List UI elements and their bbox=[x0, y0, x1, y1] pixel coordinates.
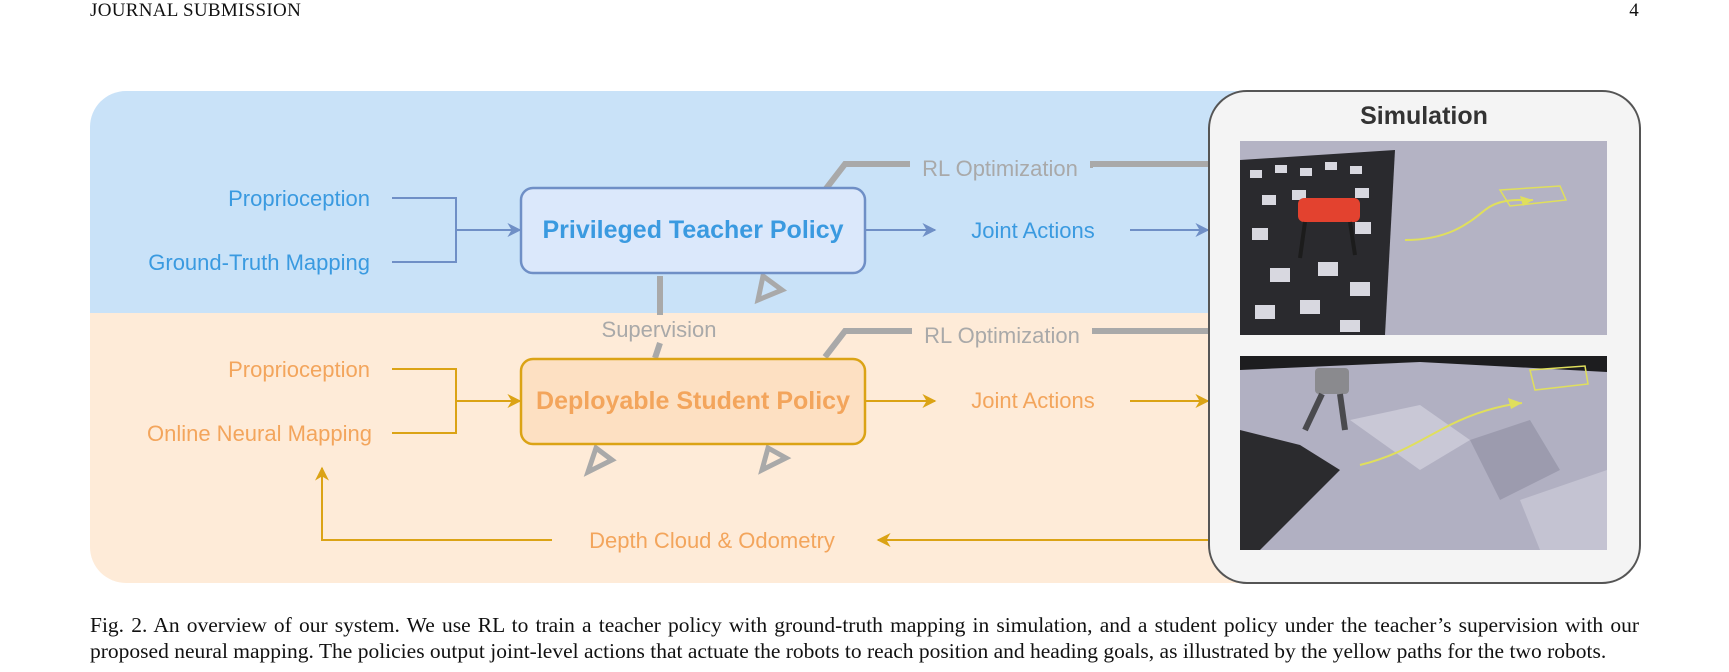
sim-image-wheeled-robot bbox=[1240, 356, 1607, 550]
teacher-proprioception-label: Proprioception bbox=[228, 186, 370, 211]
teacher-joint-actions-label: Joint Actions bbox=[971, 218, 1095, 243]
sim-image-quadruped bbox=[1240, 141, 1607, 335]
teacher-ground-truth-mapping-label: Ground-Truth Mapping bbox=[148, 250, 370, 275]
privileged-teacher-policy-label: Privileged Teacher Policy bbox=[542, 216, 843, 244]
student-online-neural-mapping-label: Online Neural Mapping bbox=[147, 421, 372, 446]
running-header: JOURNAL SUBMISSION bbox=[90, 0, 302, 21]
deployable-student-policy-label: Deployable Student Policy bbox=[536, 387, 850, 415]
student-proprioception-label: Proprioception bbox=[228, 357, 370, 382]
student-joint-actions-label: Joint Actions bbox=[971, 388, 1095, 413]
simulation-title: Simulation bbox=[1360, 102, 1488, 130]
student-rl-optimization-label: RL Optimization bbox=[924, 323, 1080, 348]
rl-arrowheads bbox=[583, 271, 792, 477]
page-number: 4 bbox=[1629, 0, 1639, 21]
system-overview-figure: Proprioception Ground-Truth Mapping Priv… bbox=[90, 90, 1641, 584]
figure-caption: Fig. 2. An overview of our system. We us… bbox=[90, 613, 1639, 663]
supervision-label: Supervision bbox=[602, 317, 717, 342]
teacher-input-connector bbox=[392, 197, 522, 263]
depth-cloud-odometry-label: Depth Cloud & Odometry bbox=[589, 528, 835, 553]
teacher-rl-optimization-label: RL Optimization bbox=[922, 156, 1078, 181]
depth-to-mapping-arrow bbox=[315, 466, 552, 541]
student-input-connector bbox=[392, 368, 522, 434]
